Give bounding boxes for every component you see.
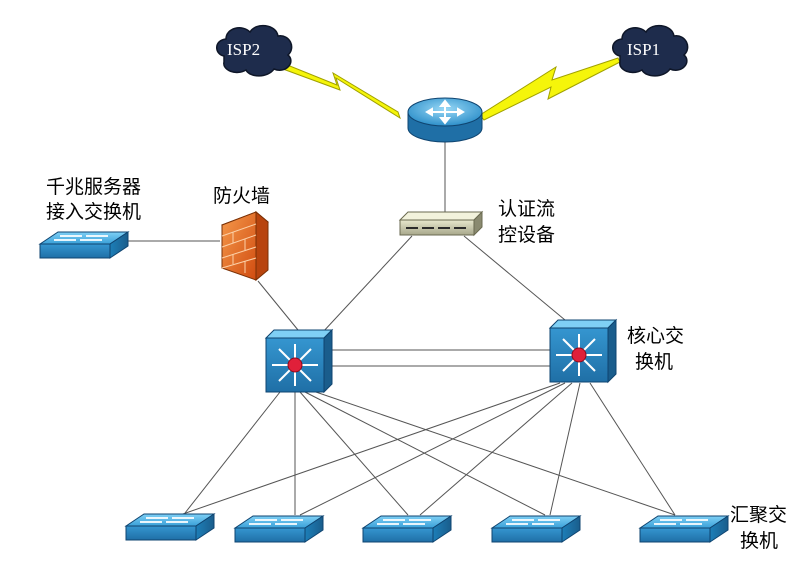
connection-lines xyxy=(128,142,676,516)
link-auth-core-left xyxy=(321,235,413,334)
agg-switch-label-line1: 汇聚交 xyxy=(730,504,787,526)
link-coreR-agg1 xyxy=(179,382,561,516)
link-coreL-agg4 xyxy=(304,391,546,516)
agg-switch-label-line2: 换机 xyxy=(740,530,778,552)
cloud-icon: ISP1 xyxy=(612,24,689,77)
link-firewall-core xyxy=(257,280,299,331)
link-coreR-agg4 xyxy=(549,382,581,516)
link-auth-core-right xyxy=(463,235,566,321)
auth-device-label-line1: 认证流 xyxy=(498,198,555,220)
link-coreR-agg5 xyxy=(589,382,676,516)
workgroup-switch-icon xyxy=(361,515,453,543)
lightning-bolt-icon xyxy=(479,57,621,121)
multilayer-switch-icon xyxy=(548,318,618,384)
lightning-bolt-icon xyxy=(271,59,401,120)
workgroup-switch-icon xyxy=(233,515,325,543)
link-coreL-agg1 xyxy=(184,391,281,514)
server-switch-label-line1: 千兆服务器 xyxy=(46,176,141,198)
cloud-label-isp2: ISP2 xyxy=(227,40,260,59)
auth-device-label-line2: 控设备 xyxy=(498,224,555,246)
workgroup-switch-icon xyxy=(38,231,130,259)
link-coreR-agg2 xyxy=(299,382,566,516)
multilayer-switch-icon xyxy=(264,328,334,394)
link-coreL-agg3 xyxy=(299,391,409,516)
cloud-label-isp1: ISP1 xyxy=(627,40,660,59)
workgroup-switch-icon xyxy=(490,515,582,543)
firewall-icon xyxy=(221,210,269,282)
workgroup-switch-icon xyxy=(124,513,216,541)
firewall-label: 防火墙 xyxy=(213,185,270,207)
core-switch-label-line1: 核心交 xyxy=(627,325,684,347)
workgroup-switch-icon xyxy=(638,515,730,543)
link-coreR-agg3 xyxy=(419,382,573,516)
appliance-icon xyxy=(398,210,484,237)
core-switch-label-line2: 换机 xyxy=(635,351,673,373)
cloud-icon: ISP2 xyxy=(216,24,293,77)
server-switch-label-line2: 接入交换机 xyxy=(46,201,141,223)
router-icon xyxy=(407,97,483,143)
